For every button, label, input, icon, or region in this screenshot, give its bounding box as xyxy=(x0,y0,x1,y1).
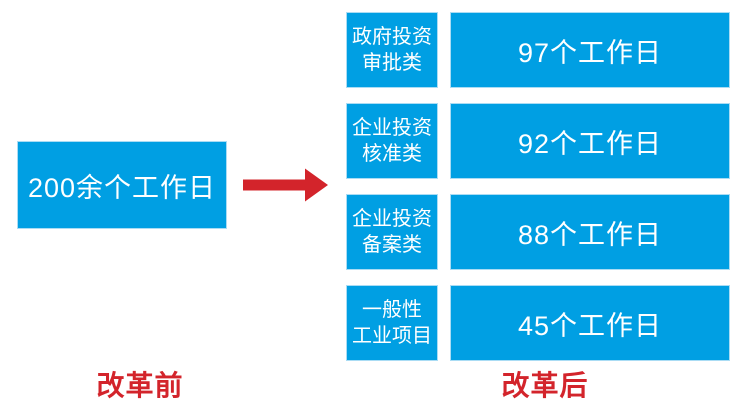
value-label: 45个工作日 xyxy=(517,310,663,341)
arrow-icon xyxy=(243,167,328,203)
category-box-gov-approval: 政府投资 审批类 xyxy=(346,12,438,88)
caption-before-reform: 改革前 xyxy=(96,370,184,401)
caption-after-reform: 改革后 xyxy=(501,370,589,401)
category-label: 企业投资 核准类 xyxy=(352,117,432,165)
before-reform-box: 200余个工作日 xyxy=(17,141,227,229)
category-box-general-industrial: 一般性 工业项目 xyxy=(346,285,438,361)
value-label: 92个工作日 xyxy=(517,128,663,159)
value-box-general-industrial: 45个工作日 xyxy=(450,285,730,361)
category-label: 政府投资 审批类 xyxy=(352,26,432,74)
value-box-enterprise-filing: 88个工作日 xyxy=(450,194,730,270)
value-box-enterprise-verification: 92个工作日 xyxy=(450,103,730,179)
category-label: 一般性 工业项目 xyxy=(352,299,432,347)
value-label: 88个工作日 xyxy=(517,219,663,250)
category-label: 企业投资 备案类 xyxy=(352,208,432,256)
value-label: 97个工作日 xyxy=(517,37,663,68)
before-reform-label: 200余个工作日 xyxy=(27,172,217,203)
category-box-enterprise-filing: 企业投资 备案类 xyxy=(346,194,438,270)
value-box-gov-approval: 97个工作日 xyxy=(450,12,730,88)
category-box-enterprise-verification: 企业投资 核准类 xyxy=(346,103,438,179)
